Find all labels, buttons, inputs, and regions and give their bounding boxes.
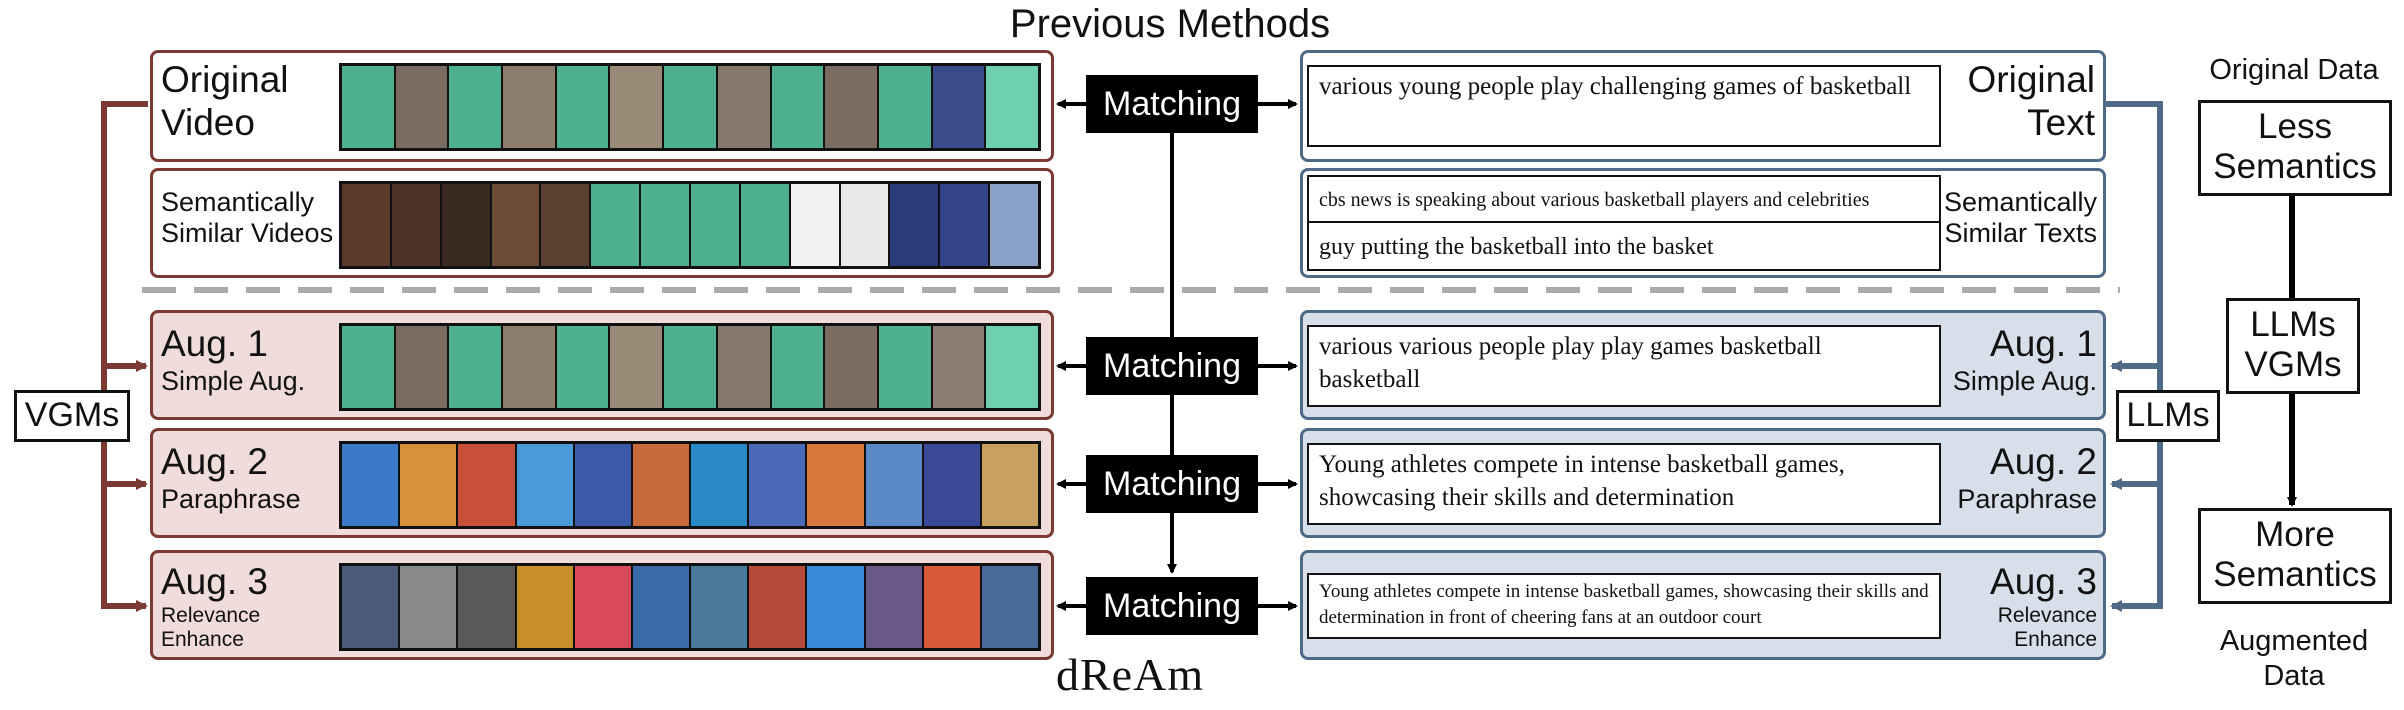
aug3-video-sub-1: Relevance: [161, 603, 261, 627]
matching-box-aug3: Matching: [1086, 577, 1258, 635]
diagram-title: Previous Methods: [1009, 2, 1331, 46]
aug2-video-box: Aug. 2 Paraphrase: [150, 428, 1054, 538]
matching-box-aug1: Matching: [1086, 337, 1258, 395]
aug3-text-sub-1: Relevance: [1997, 603, 2097, 627]
aug1-text: various various people play play games b…: [1307, 325, 1941, 407]
aug2-text-box: Young athletes compete in intense basket…: [1300, 428, 2106, 538]
original-video-frames: [339, 63, 1041, 151]
aug2-text-title: Aug. 2: [1990, 441, 2097, 482]
aug3-video-box: Aug. 3 Relevance Enhance: [150, 550, 1054, 660]
aug3-video-sub-2: Enhance: [161, 627, 244, 651]
augmented-data-label: Augmented Data: [2196, 624, 2392, 694]
similar-texts-label-1: Semantically: [1943, 187, 2097, 217]
llms-tag: LLMs: [2116, 390, 2220, 442]
aug3-text-box: Young athletes compete in intense basket…: [1300, 550, 2106, 660]
similar-texts-label-2: Similar Texts: [1944, 218, 2097, 249]
aug3-text-sub-2: Enhance: [2014, 627, 2097, 651]
aug2-text: Young athletes compete in intense basket…: [1307, 443, 1941, 525]
less-semantics-box: Less Semantics: [2198, 100, 2392, 196]
augmented-data-line-1: Augmented: [2219, 625, 2369, 657]
aug1-video-sub: Simple Aug.: [161, 365, 306, 396]
dream-logo: dReAm: [1056, 649, 1205, 700]
aug2-video-frames: [339, 441, 1041, 529]
augmented-data-line-2: Data: [2263, 659, 2325, 692]
original-text-box: various young people play challenging ga…: [1300, 50, 2106, 162]
less-semantics-line-2: Semantics: [2213, 147, 2377, 187]
vgms-tag: VGMs: [14, 390, 130, 442]
similar-videos-box: Semantically Similar Videos: [150, 168, 1054, 278]
aug1-text-title: Aug. 1: [1990, 323, 2097, 364]
similar-videos-label-1: Semantically: [161, 187, 315, 217]
original-text-label-2: Text: [2027, 101, 2095, 143]
less-semantics-line-1: Less: [2258, 107, 2332, 146]
original-video-label-2: Video: [161, 101, 255, 143]
llms-vgms-line-2: VGMs: [2244, 345, 2342, 385]
matching-box-aug2: Matching: [1086, 455, 1258, 513]
aug2-video-title: Aug. 2: [161, 441, 268, 482]
original-video-label-1: Original: [161, 59, 289, 100]
aug2-video-sub: Paraphrase: [161, 483, 301, 514]
more-semantics-line-1: More: [2255, 515, 2335, 554]
aug3-video-frames: [339, 563, 1041, 651]
original-data-label: Original Data: [2209, 54, 2379, 86]
similar-texts-box: cbs news is speaking about various baske…: [1300, 168, 2106, 278]
aug1-text-box: various various people play play games b…: [1300, 310, 2106, 420]
aug1-text-sub: Simple Aug.: [1952, 365, 2097, 396]
aug3-text: Young athletes compete in intense basket…: [1307, 573, 1941, 639]
similar-videos-label-2: Similar Videos: [161, 218, 334, 249]
aug1-video-title: Aug. 1: [161, 323, 268, 364]
llms-vgms-line-1: LLMs: [2250, 305, 2336, 344]
more-semantics-box: More Semantics: [2198, 508, 2392, 604]
similar-text-1: cbs news is speaking about various baske…: [1307, 175, 1941, 223]
original-text: various young people play challenging ga…: [1307, 65, 1941, 147]
original-video-box: Original Video: [150, 50, 1054, 162]
aug3-video-title: Aug. 3: [161, 561, 268, 602]
aug1-video-frames: [339, 323, 1041, 411]
aug1-video-box: Aug. 1 Simple Aug.: [150, 310, 1054, 420]
aug2-text-sub: Paraphrase: [1957, 483, 2097, 514]
matching-box-original: Matching: [1086, 75, 1258, 133]
aug3-text-title: Aug. 3: [1990, 561, 2097, 602]
similar-text-2: guy putting the basketball into the bask…: [1307, 221, 1941, 271]
similar-video-frames: [339, 181, 1041, 269]
more-semantics-line-2: Semantics: [2213, 555, 2377, 595]
original-text-label-1: Original: [1967, 59, 2096, 100]
llms-vgms-box: LLMs VGMs: [2226, 298, 2360, 394]
